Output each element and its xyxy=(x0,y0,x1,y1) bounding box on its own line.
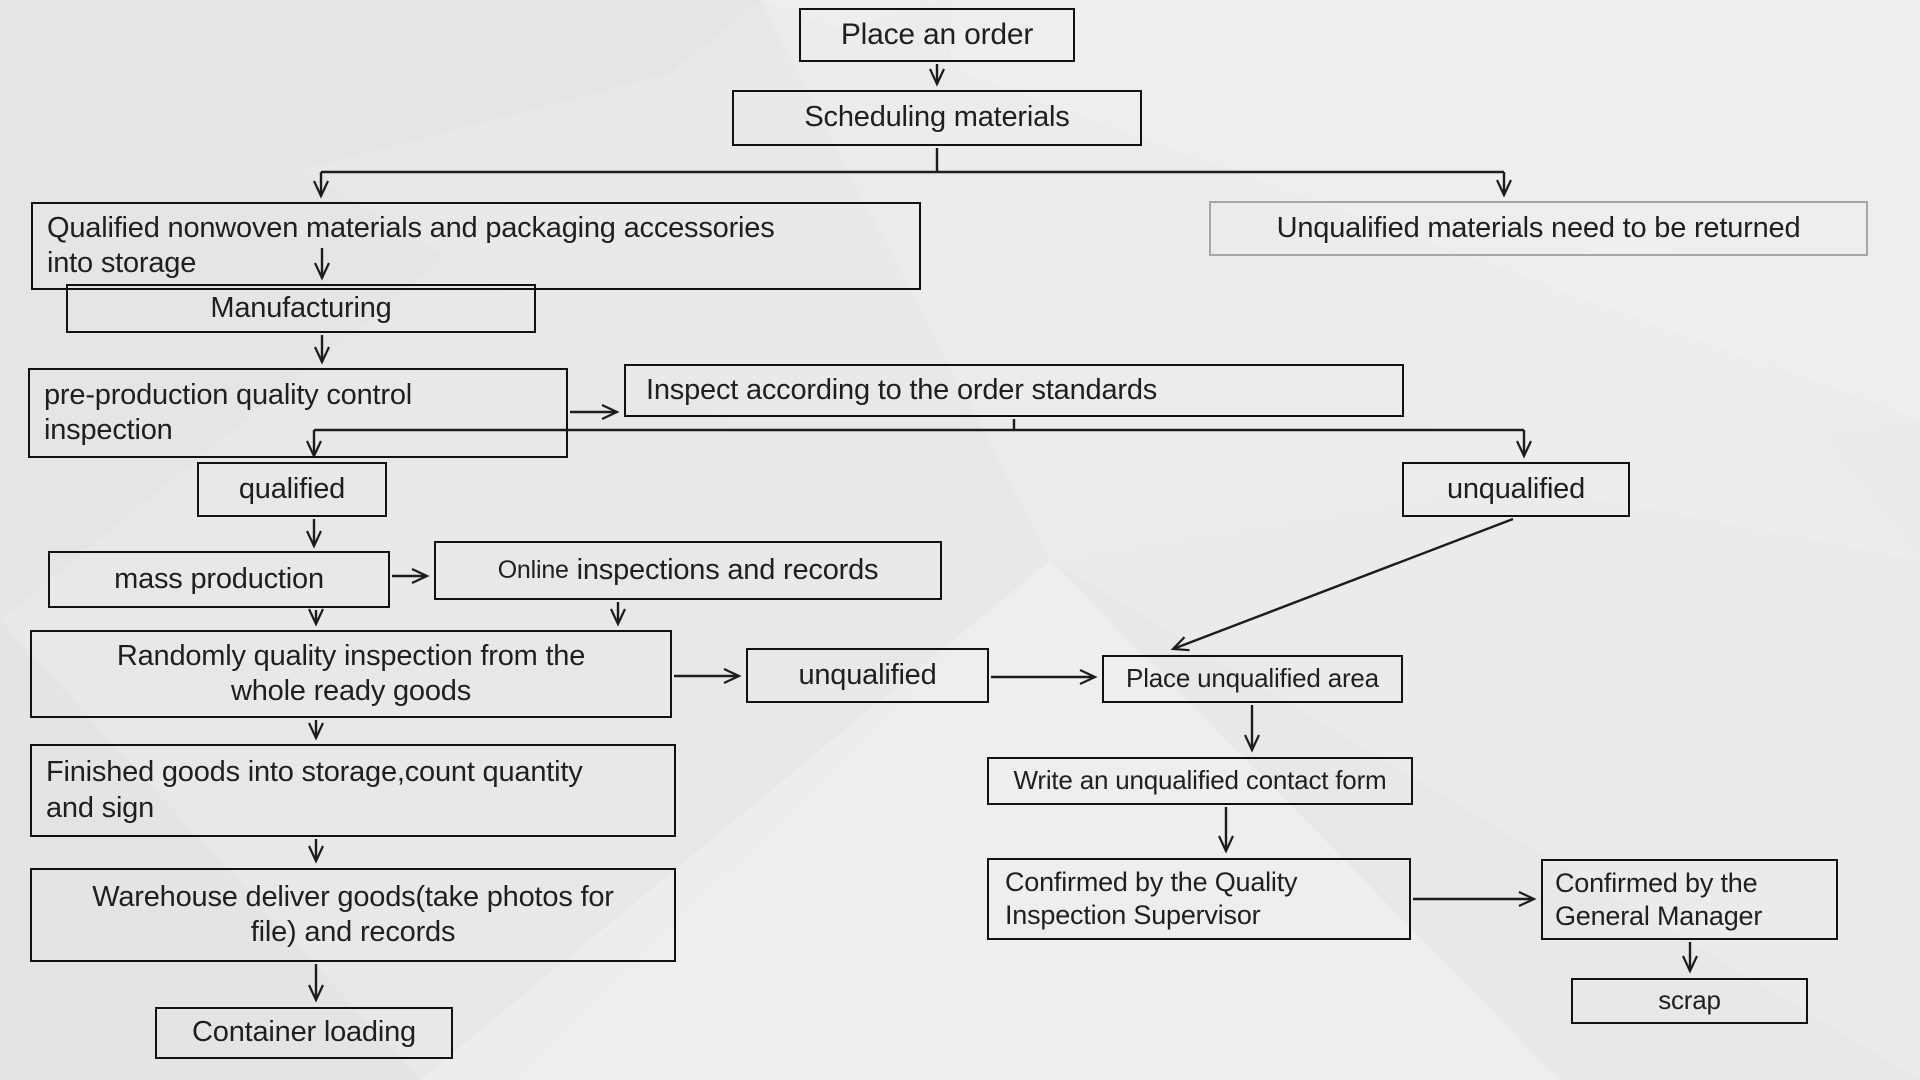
node-warehouse-deliver: Warehouse deliver goods(take photos for … xyxy=(30,868,676,962)
node-label-line1: Confirmed by the Quality xyxy=(1005,867,1298,898)
node-qualified-materials-storage: Qualified nonwoven materials and packagi… xyxy=(31,202,921,290)
node-label-line1: Qualified nonwoven materials and packagi… xyxy=(47,211,775,244)
node-scheduling-materials: Scheduling materials xyxy=(732,90,1142,146)
node-online-inspections: Online inspections and records xyxy=(434,541,942,600)
node-manufacturing: Manufacturing xyxy=(66,284,536,333)
node-unqualified-right: unqualified xyxy=(1402,462,1630,517)
node-label: unqualified xyxy=(798,658,937,691)
node-label-line1: Finished goods into storage,count quanti… xyxy=(46,756,583,789)
node-label-line2: General Manager xyxy=(1555,900,1763,931)
node-qualified: qualified xyxy=(197,462,387,517)
node-label: Place an order xyxy=(840,17,1034,51)
node-mass-production: mass production xyxy=(48,551,390,608)
node-label-line2: file) and records xyxy=(250,916,456,948)
node-finished-goods-storage: Finished goods into storage,count quanti… xyxy=(30,744,676,837)
node-label: Unqualified materials need to be returne… xyxy=(1276,211,1801,244)
node-randomly-quality-inspection: Randomly quality inspection from the who… xyxy=(30,630,672,718)
node-place-order: Place an order xyxy=(799,8,1075,62)
node-label-line1: pre-production quality control xyxy=(44,378,412,411)
node-label-line2: and sign xyxy=(46,791,155,824)
node-label: Scheduling materials xyxy=(804,101,1070,134)
node-inspect-order-standards: Inspect according to the order standards xyxy=(624,364,1404,417)
node-label-line2: inspection xyxy=(44,414,173,446)
node-label: Place unqualified area xyxy=(1126,663,1379,694)
node-unqualified-mid: unqualified xyxy=(746,648,989,703)
node-label: unqualified xyxy=(1446,472,1586,505)
node-label-rest: inspections and records xyxy=(568,553,879,586)
node-label-line2: whole ready goods xyxy=(230,675,472,707)
node-confirmed-general-manager: Confirmed by the General Manager xyxy=(1541,859,1838,940)
node-label: Container loading xyxy=(192,1016,416,1049)
node-label: mass production xyxy=(114,562,324,595)
node-label: Manufacturing xyxy=(210,291,392,324)
node-label: Write an unqualified contact form xyxy=(1013,765,1387,796)
node-unqualified-materials-returned: Unqualified materials need to be returne… xyxy=(1209,201,1868,256)
node-label-line2: into storage xyxy=(47,247,197,279)
node-confirmed-quality-supervisor: Confirmed by the Quality Inspection Supe… xyxy=(987,858,1411,940)
node-scrap: scrap xyxy=(1571,978,1808,1024)
node-label-prefix: Online xyxy=(497,556,569,585)
node-preproduction-inspection: pre-production quality control inspectio… xyxy=(28,368,568,458)
node-label-line1: Randomly quality inspection from the xyxy=(116,639,586,672)
node-write-contact-form: Write an unqualified contact form xyxy=(987,757,1413,805)
node-label: Inspect according to the order standards xyxy=(646,373,1158,406)
node-label: scrap xyxy=(1658,985,1721,1016)
node-label-line1: Confirmed by the xyxy=(1555,867,1758,898)
node-place-unqualified-area: Place unqualified area xyxy=(1102,655,1403,703)
node-label: qualified xyxy=(238,472,346,505)
node-label-line2: Inspection Supervisor xyxy=(1005,900,1261,930)
node-label-line1: Warehouse deliver goods(take photos for xyxy=(92,880,614,913)
node-container-loading: Container loading xyxy=(155,1007,453,1059)
